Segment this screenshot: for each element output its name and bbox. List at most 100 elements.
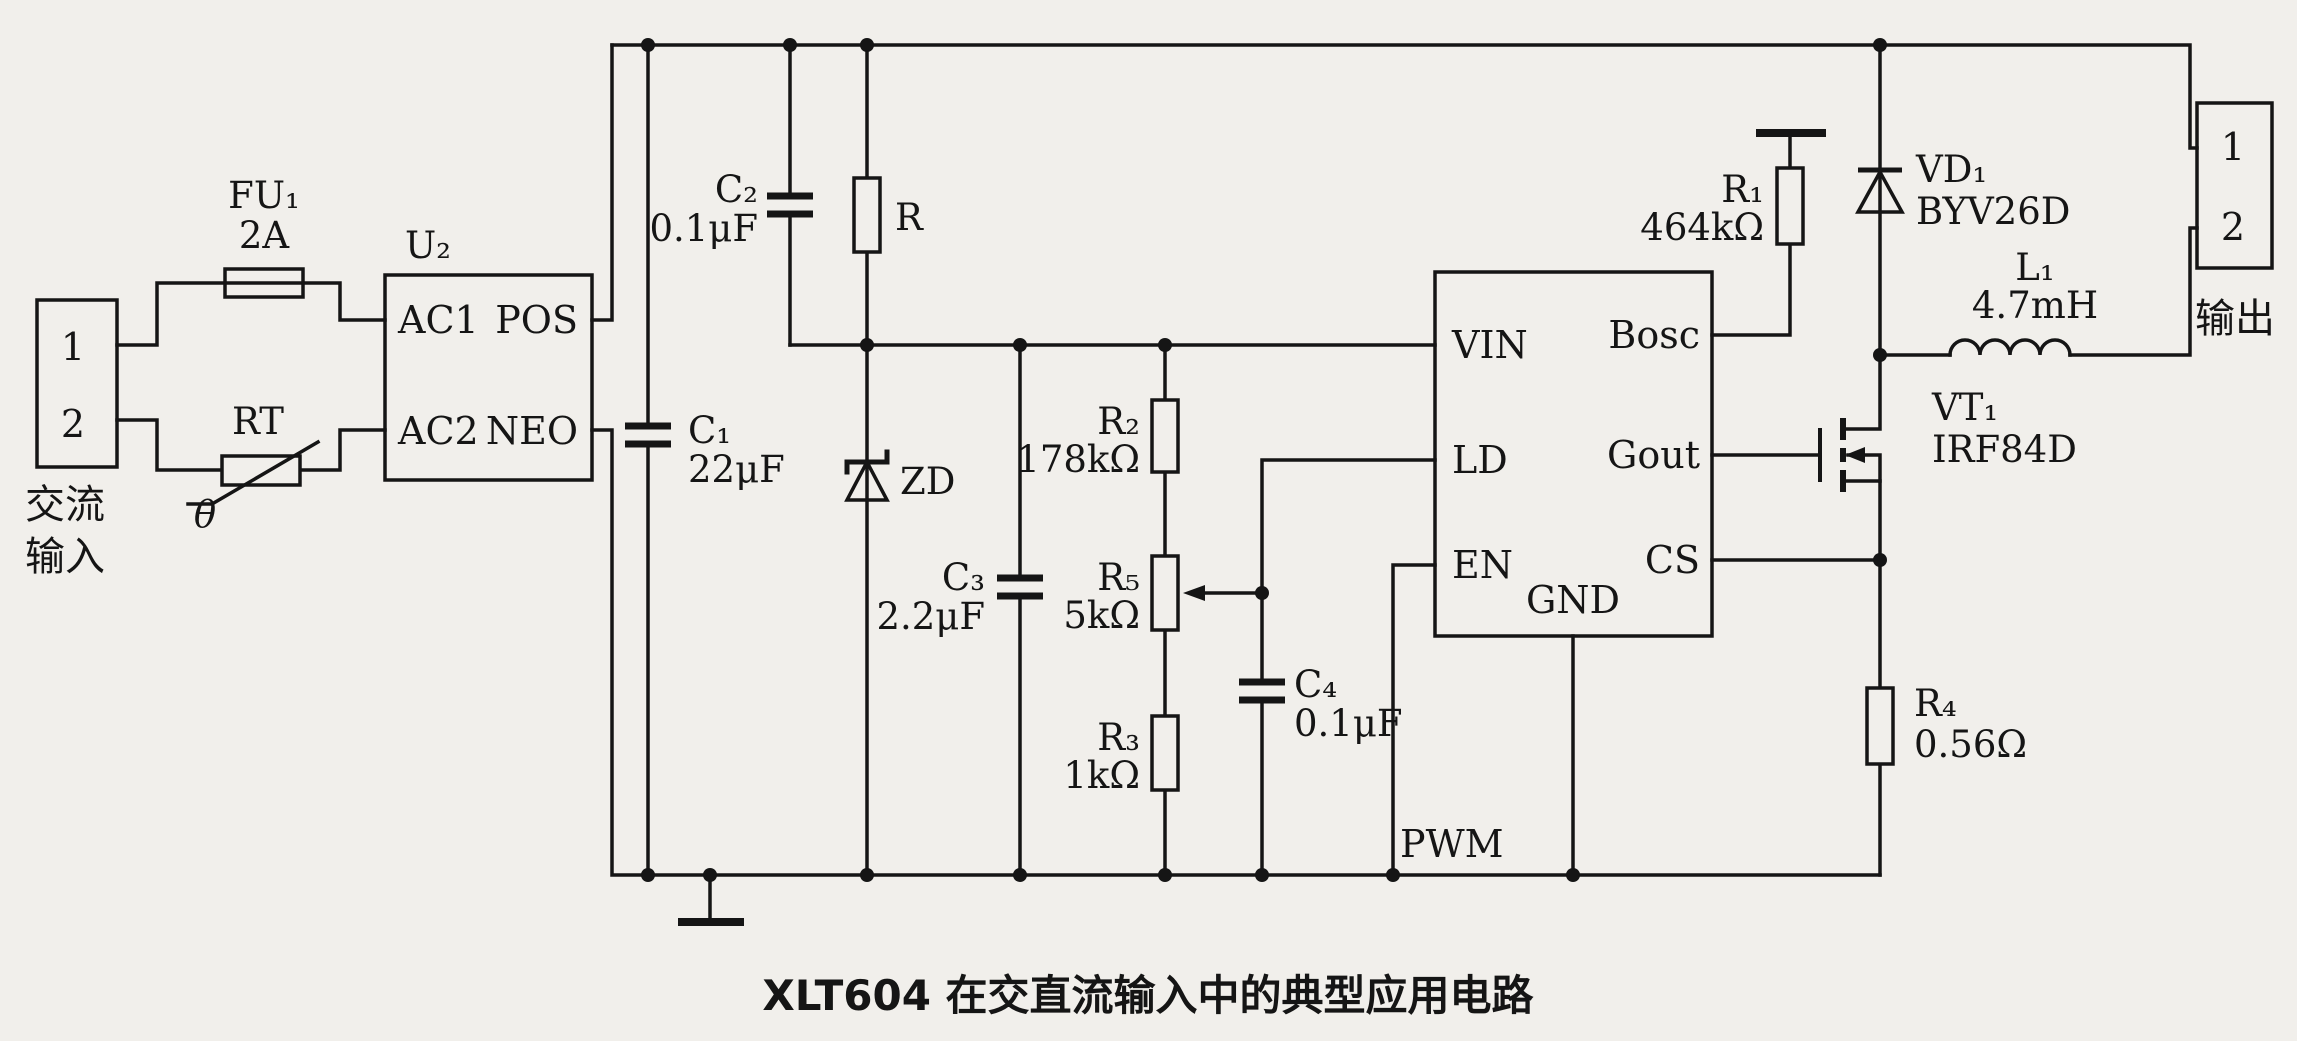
potentiometer-r5-symbol xyxy=(1150,554,1205,632)
thermistor-strike xyxy=(186,439,321,506)
rt-ref-label: RT xyxy=(232,400,284,443)
diode-vd1-symbol xyxy=(1855,167,1905,214)
resistor-body xyxy=(852,176,882,254)
l1-value-label: 4.7mH xyxy=(1972,284,2098,327)
ac-input-label-line2: 输入 xyxy=(25,534,105,580)
diode-triangle xyxy=(844,458,890,502)
junction-dot xyxy=(641,38,655,52)
l1-ref-label: L₁ xyxy=(2015,246,2054,289)
c4-value-label: 0.1μF xyxy=(1294,702,1403,745)
junction-dot xyxy=(783,38,797,52)
pwm-label: PWM xyxy=(1400,822,1504,866)
vt1-value-label: IRF84D xyxy=(1932,428,2077,471)
capacitor-c4-symbol xyxy=(1239,678,1285,704)
vd1-value-label: BYV26D xyxy=(1916,190,2070,233)
wire-en xyxy=(1391,563,1437,877)
capacitor-plates xyxy=(625,422,671,448)
capacitor-c2-symbol xyxy=(767,192,813,218)
zd-ref-label: ZD xyxy=(900,460,955,503)
resistor-r1-symbol xyxy=(1775,166,1805,246)
resistor-body xyxy=(1775,166,1805,246)
thermistor-symbol xyxy=(186,439,321,506)
r2-ref-label: R₂ xyxy=(1097,400,1140,443)
output-connector-body xyxy=(2195,101,2274,270)
vd1-ref-label: VD₁ xyxy=(1915,148,1987,191)
c3-value-label: 2.2μF xyxy=(876,595,985,638)
junction-dot xyxy=(641,868,655,882)
junction-dot xyxy=(1255,586,1269,600)
mosfet-body-arrowhead xyxy=(1845,447,1865,463)
zener-cathode-bar xyxy=(844,449,890,475)
inductor-l1-symbol xyxy=(1948,338,2072,357)
fuse-symbol xyxy=(223,267,305,299)
text-labels: 1 2 交流 输入 FU₁ 2A RT θ U₂ AC1 POS AC2 NEO… xyxy=(25,125,2275,1020)
c2-ref-label: C₂ xyxy=(715,168,758,211)
c4-ref-label: C₄ xyxy=(1294,663,1337,706)
capacitor-c1-symbol xyxy=(625,422,671,448)
r2-value-label: 178kΩ xyxy=(1016,438,1140,481)
capacitor-plates xyxy=(997,574,1043,600)
u2-ref-label: U₂ xyxy=(405,224,451,267)
output-connector xyxy=(2195,101,2274,270)
junction-dot xyxy=(860,38,874,52)
input-connector-body xyxy=(35,298,119,469)
c1-ref-label: C₁ xyxy=(688,409,731,452)
u2-ac2-label: AC2 xyxy=(397,409,479,453)
rt-theta-label: θ xyxy=(194,493,216,536)
r4-value-label: 0.56Ω xyxy=(1914,723,2027,766)
capacitor-plates xyxy=(1239,678,1285,704)
resistor-body xyxy=(1150,398,1180,474)
resistor-body xyxy=(1150,554,1180,632)
input-pin2-label: 2 xyxy=(61,402,85,446)
diode-triangle xyxy=(1855,168,1905,214)
junction-dot xyxy=(1158,868,1172,882)
wire-drain xyxy=(1841,353,1882,431)
resistor-body xyxy=(1865,686,1895,766)
zener-diode-symbol xyxy=(844,449,890,502)
c2-value-label: 0.1μF xyxy=(649,207,758,250)
wire-fuse-line xyxy=(115,281,387,347)
r5-value-label: 5kΩ xyxy=(1063,594,1140,637)
r3-value-label: 1kΩ xyxy=(1063,754,1140,797)
resistor-r3-symbol xyxy=(1150,714,1180,792)
vt1-ref-label: VT₁ xyxy=(1931,386,1998,429)
resistor-r-symbol xyxy=(852,176,882,254)
ic-cs-pin-label: CS xyxy=(1645,538,1700,582)
junction-dot xyxy=(1013,868,1027,882)
resistor-r2-symbol xyxy=(1150,398,1180,474)
r3-ref-label: R₃ xyxy=(1097,716,1140,759)
fu1-ref-label: FU₁ xyxy=(228,174,300,217)
junction-dot xyxy=(1873,38,1887,52)
junction-dot xyxy=(860,338,874,352)
rectifier-body xyxy=(383,273,594,482)
u2-neo-label: NEO xyxy=(486,409,578,453)
page-title: XLT604 在交直流输入中的典型应用电路 xyxy=(762,971,1534,1020)
fu1-value-label: 2A xyxy=(239,214,291,257)
resistor-r4-symbol xyxy=(1865,686,1895,766)
output-pin2-label: 2 xyxy=(2221,205,2245,249)
wire-top-rail xyxy=(610,43,2199,150)
junction-dot xyxy=(860,868,874,882)
inductor-humps xyxy=(1948,338,2072,357)
c1-value-label: 22μF xyxy=(688,448,785,491)
r4-ref-label: R₄ xyxy=(1914,682,1957,725)
capacitor-plates xyxy=(767,192,813,218)
junction-dot xyxy=(1566,868,1580,882)
junction-dot xyxy=(1013,338,1027,352)
junction-dot xyxy=(1873,553,1887,567)
ic-gnd-pin-label: GND xyxy=(1526,578,1620,622)
output-pin1-label: 1 xyxy=(2221,125,2245,169)
wire-ld-wiper xyxy=(1260,458,1437,877)
rectifier-box xyxy=(383,273,594,482)
r5-ref-label: R₅ xyxy=(1097,556,1140,599)
capacitor-c3-symbol xyxy=(997,574,1043,600)
wire-source xyxy=(1841,479,1882,562)
resistor-body xyxy=(1150,714,1180,792)
input-pin1-label: 1 xyxy=(61,325,85,369)
r1-value-label: 464kΩ xyxy=(1640,206,1764,249)
ic-en-pin-label: EN xyxy=(1452,543,1513,587)
fuse-body xyxy=(223,267,305,299)
ic-body xyxy=(1433,270,1714,638)
output-label: 输出 xyxy=(2195,296,2275,342)
